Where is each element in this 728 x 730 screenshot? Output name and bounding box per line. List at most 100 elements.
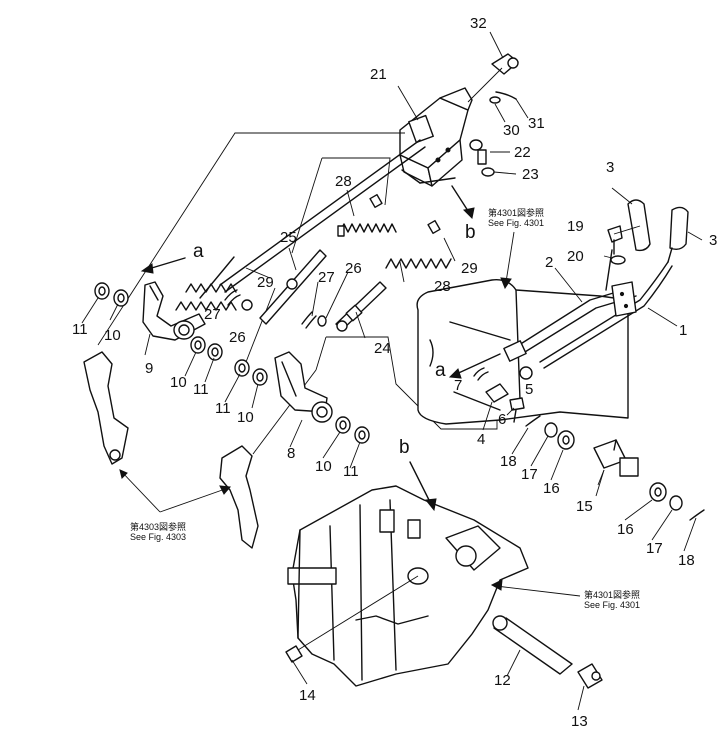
spring-28-lower: [385, 219, 452, 269]
callout-25: 25: [280, 229, 297, 246]
pin-27-mid: [301, 311, 317, 329]
callout-1: 1: [679, 322, 688, 339]
plug-14: [285, 575, 419, 663]
callout-11-top-left: 11: [72, 321, 88, 338]
callout-11-right: 11: [343, 463, 359, 480]
callout-10-right: 10: [315, 458, 332, 475]
callout-10-top-left: 10: [104, 327, 121, 344]
washer-30: [489, 96, 506, 123]
ref-leader-4301-top: [500, 231, 515, 290]
callout-19: 19: [567, 218, 584, 235]
callout-24: 24: [374, 340, 391, 357]
pin-26-left: [241, 299, 253, 311]
block-4: [485, 383, 509, 403]
lever-8: [274, 351, 333, 423]
callout-15: 15: [576, 498, 593, 515]
bushing-16-lower: [649, 482, 667, 502]
bushing-10-top-left: [113, 289, 129, 307]
bushing-10-mid-left: [190, 336, 206, 354]
rod-24: [335, 281, 387, 332]
callout-21: 21: [370, 66, 387, 83]
bolt-6: [509, 397, 525, 423]
callout-2: 2: [545, 254, 554, 271]
callout-16-lower: 16: [617, 521, 634, 538]
joint-5: [503, 340, 533, 380]
callout-29-right: 29: [461, 260, 478, 277]
link-center: [219, 445, 259, 549]
rod-25: [259, 249, 327, 325]
callout-16-upper: 16: [543, 480, 560, 497]
fig-reference-4301-bottom-jp: 第4301図参照: [584, 590, 641, 600]
callout-14: 14: [299, 687, 316, 704]
bushing-10-right: [335, 416, 351, 434]
nut-32: [467, 53, 519, 103]
callout-7: 7: [454, 377, 463, 394]
washer-20: [610, 255, 626, 265]
callout-10-mid-left: 10: [170, 374, 187, 391]
fitting-13: [577, 663, 603, 689]
spring-28-upper: [337, 193, 397, 237]
pin-27-left: [224, 289, 241, 306]
callout-26-mid: 26: [345, 260, 362, 277]
callout-11-center: 11: [215, 400, 231, 417]
callout-22: 22: [514, 144, 531, 161]
callout-28-upper: 28: [335, 173, 352, 190]
bolt-22: [469, 139, 510, 165]
seal-17-upper: [544, 422, 558, 438]
ref-arrows-4303: [119, 469, 232, 513]
washer-23: [481, 167, 517, 177]
callout-17-upper: 17: [521, 466, 538, 483]
knob-3-right: [667, 206, 689, 263]
pin-26-mid: [317, 315, 327, 327]
callout-23: 23: [522, 166, 539, 183]
callout-27-left: 27: [204, 306, 221, 323]
callout-20: 20: [567, 248, 584, 265]
callout-32: 32: [470, 15, 487, 32]
view-letter-b-bottom: b: [399, 437, 410, 458]
lever-9: [142, 281, 206, 341]
link-left: [83, 351, 129, 465]
callout-31: 31: [528, 115, 545, 132]
callout-3-right: 3: [709, 232, 718, 249]
callout-8: 8: [287, 445, 296, 462]
callout-10-center: 10: [237, 409, 254, 426]
fig-reference-4303-jp: 第4303図参照: [130, 522, 187, 532]
fig-reference-4301-top: 第4301図参照 See Fig. 4301: [488, 208, 544, 229]
arrow-b-top: [451, 185, 475, 220]
callout-13: 13: [571, 713, 588, 730]
callout-3-left: 3: [606, 159, 615, 176]
callout-9: 9: [145, 360, 154, 377]
bracket-assembly-21: [399, 87, 473, 187]
seal-11-mid-left: [207, 343, 223, 361]
fig-reference-4301-bottom-en: See Fig. 4301: [584, 600, 641, 611]
callout-5: 5: [525, 381, 534, 398]
seal-11-top-left: [94, 282, 110, 300]
spring-left: [175, 283, 237, 311]
main-rod: [199, 139, 426, 299]
fig-reference-4303-en: See Fig. 4303: [130, 532, 187, 543]
fig-reference-4301-top-en: See Fig. 4301: [488, 218, 545, 229]
callout-17-lower: 17: [646, 540, 663, 557]
seal-17-lower: [669, 495, 683, 511]
arrow-a-left: [140, 257, 186, 274]
arrow-a-right: [448, 353, 501, 379]
cotter-pin-31: [495, 91, 529, 119]
lever-rods-1-2: [507, 249, 673, 369]
cotter-18-upper: [525, 415, 541, 427]
valve-housing: [287, 485, 529, 687]
pin-7: [473, 367, 489, 381]
pipe-12: [492, 615, 573, 675]
arrow-b-bottom: [409, 461, 437, 512]
callout-28-lower: 28: [434, 278, 451, 295]
bushing-10-center: [252, 368, 268, 386]
callout-11-mid-left: 11: [193, 381, 209, 398]
callout-4: 4: [477, 431, 486, 448]
callout-30: 30: [503, 122, 520, 139]
callout-18-upper: 18: [500, 453, 517, 470]
seal-11-center: [234, 359, 250, 377]
knob-3-left: [627, 199, 651, 252]
callout-leaders: [81, 31, 703, 711]
seal-11-right: [354, 426, 370, 444]
ref-leader-4301-bottom: [490, 579, 581, 597]
